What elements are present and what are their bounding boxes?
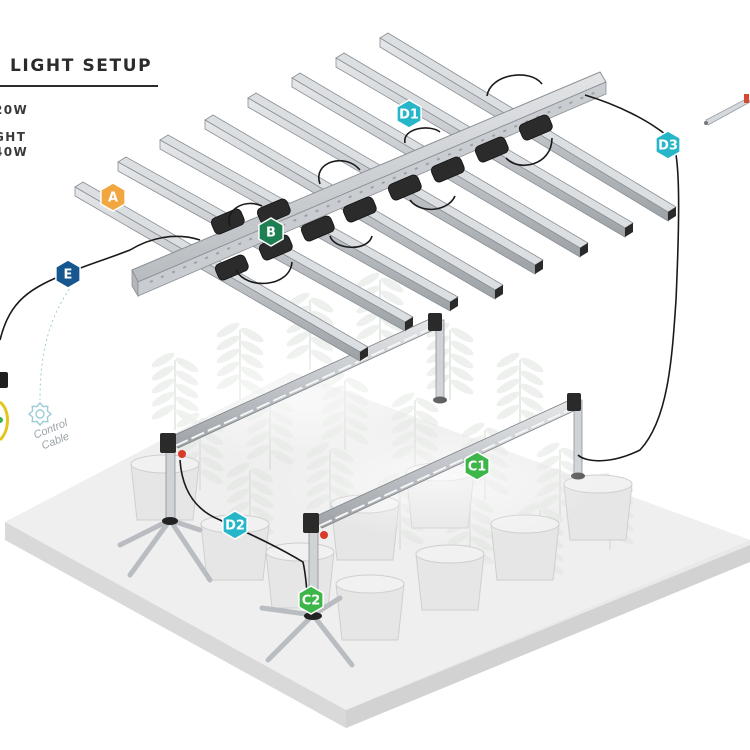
badge-d1: D1	[396, 99, 422, 129]
badge-label-d3: D3	[658, 139, 678, 154]
driver-3	[300, 215, 335, 242]
badge-d2: D2	[222, 510, 248, 540]
driver-10	[256, 198, 291, 225]
page-title: LIGHT SETUP	[10, 56, 153, 76]
badge-d3: D3	[655, 130, 681, 160]
controller-device	[0, 372, 9, 442]
badge-label-b: B	[266, 226, 276, 241]
stand-right-front	[259, 529, 355, 668]
badge-label-e: E	[64, 268, 73, 283]
driver-4	[342, 196, 377, 223]
driver-8	[518, 114, 553, 141]
driver-7	[474, 136, 509, 163]
stand-bar-left	[160, 313, 443, 458]
pot-1	[130, 454, 200, 521]
badge-a: A	[100, 182, 126, 212]
stand-bar-right	[303, 393, 581, 539]
badge-e: E	[55, 259, 81, 289]
driver-9	[210, 208, 245, 235]
badge-c1: C1	[464, 451, 490, 481]
mounting-rail	[131, 71, 607, 298]
badge-label-d1: D1	[399, 108, 419, 123]
light-bar-icon	[704, 94, 750, 126]
badge-label-c1: C1	[468, 460, 487, 475]
badge-c2: C2	[298, 585, 324, 615]
driver-5	[387, 174, 422, 201]
badge-label-a: A	[108, 191, 118, 206]
gear-icon	[27, 401, 53, 427]
badge-label-d2: D2	[225, 519, 245, 534]
spec-2-label: GHT	[0, 130, 27, 144]
badge-label-c2: C2	[302, 594, 321, 609]
light-drivers	[210, 114, 553, 281]
cables	[0, 74, 680, 601]
stand-light-fixtures	[117, 313, 600, 668]
driver-1	[214, 254, 249, 281]
spec-2-value: 40W	[0, 145, 29, 159]
pot-5	[415, 544, 485, 611]
title-underline	[0, 85, 158, 87]
badge-b: B	[258, 217, 284, 247]
pot-4	[335, 574, 405, 641]
plant-6	[496, 352, 544, 430]
driver-6	[430, 156, 465, 183]
control-cable-line	[39, 284, 73, 401]
spec-1: 20W	[0, 103, 29, 117]
